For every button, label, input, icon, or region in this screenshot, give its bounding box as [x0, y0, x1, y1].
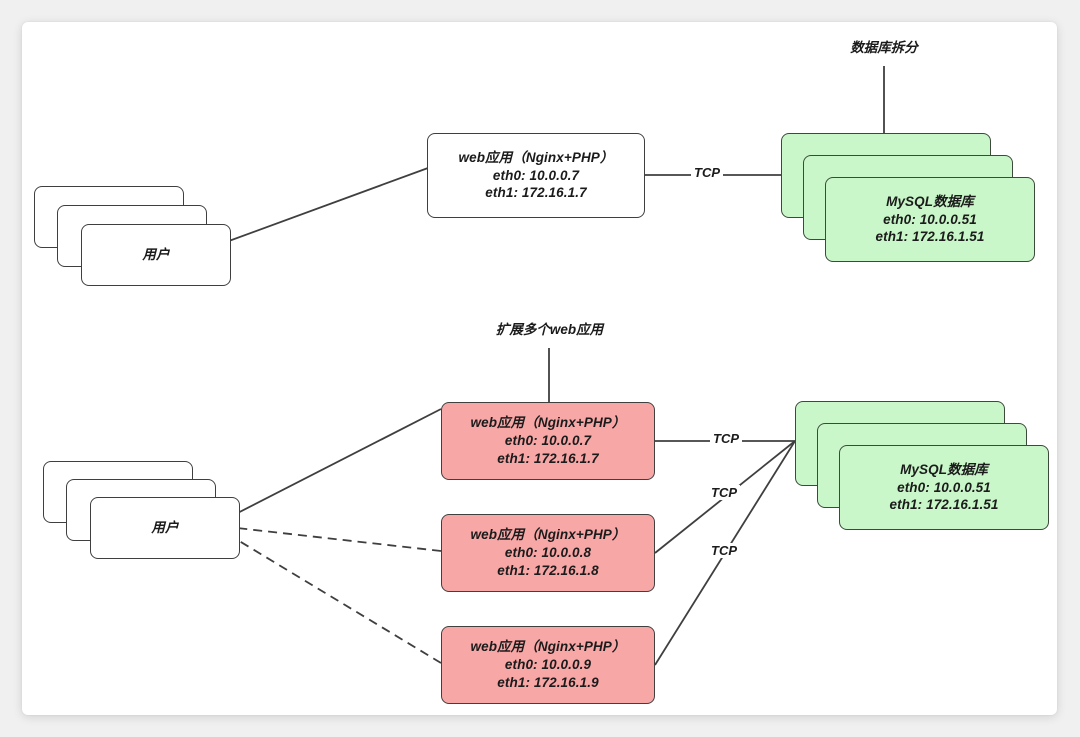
tcp-label-b1: TCP	[710, 431, 742, 446]
tcp-label-b3: TCP	[708, 543, 740, 558]
edge-user-web3	[225, 532, 442, 664]
edge-user-web2	[227, 526, 442, 552]
tcp-label-b2: TCP	[708, 485, 740, 500]
db-node-bottom[interactable]: MySQL数据库 eth0: 10.0.0.51 eth1: 172.16.1.…	[839, 445, 1049, 530]
web-node-1[interactable]: web应用（Nginx+PHP） eth0: 10.0.0.7 eth1: 17…	[441, 402, 655, 480]
web-node-top[interactable]: web应用（Nginx+PHP） eth0: 10.0.0.7 eth1: 17…	[427, 133, 645, 218]
edge-user-web1	[221, 408, 442, 522]
web-node-3[interactable]: web应用（Nginx+PHP） eth0: 10.0.0.9 eth1: 17…	[441, 626, 655, 704]
user-node-top[interactable]: 用户	[81, 224, 231, 286]
web-node-2[interactable]: web应用（Nginx+PHP） eth0: 10.0.0.8 eth1: 17…	[441, 514, 655, 592]
user-node-bottom[interactable]: 用户	[90, 497, 240, 559]
edge-user-web-top	[206, 167, 429, 250]
annotation-db-split: 数据库拆分	[850, 40, 918, 55]
tcp-label-top: TCP	[691, 165, 723, 180]
db-node-top[interactable]: MySQL数据库 eth0: 10.0.0.51 eth1: 172.16.1.…	[825, 177, 1035, 262]
annotation-scale-web: 扩展多个web应用	[495, 322, 604, 337]
